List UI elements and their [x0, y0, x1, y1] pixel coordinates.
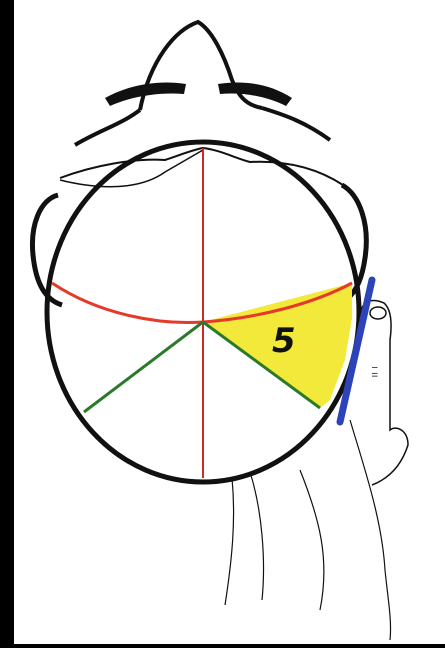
section-label: 5: [272, 321, 296, 361]
finger-marks: ı ıı: [369, 366, 380, 378]
